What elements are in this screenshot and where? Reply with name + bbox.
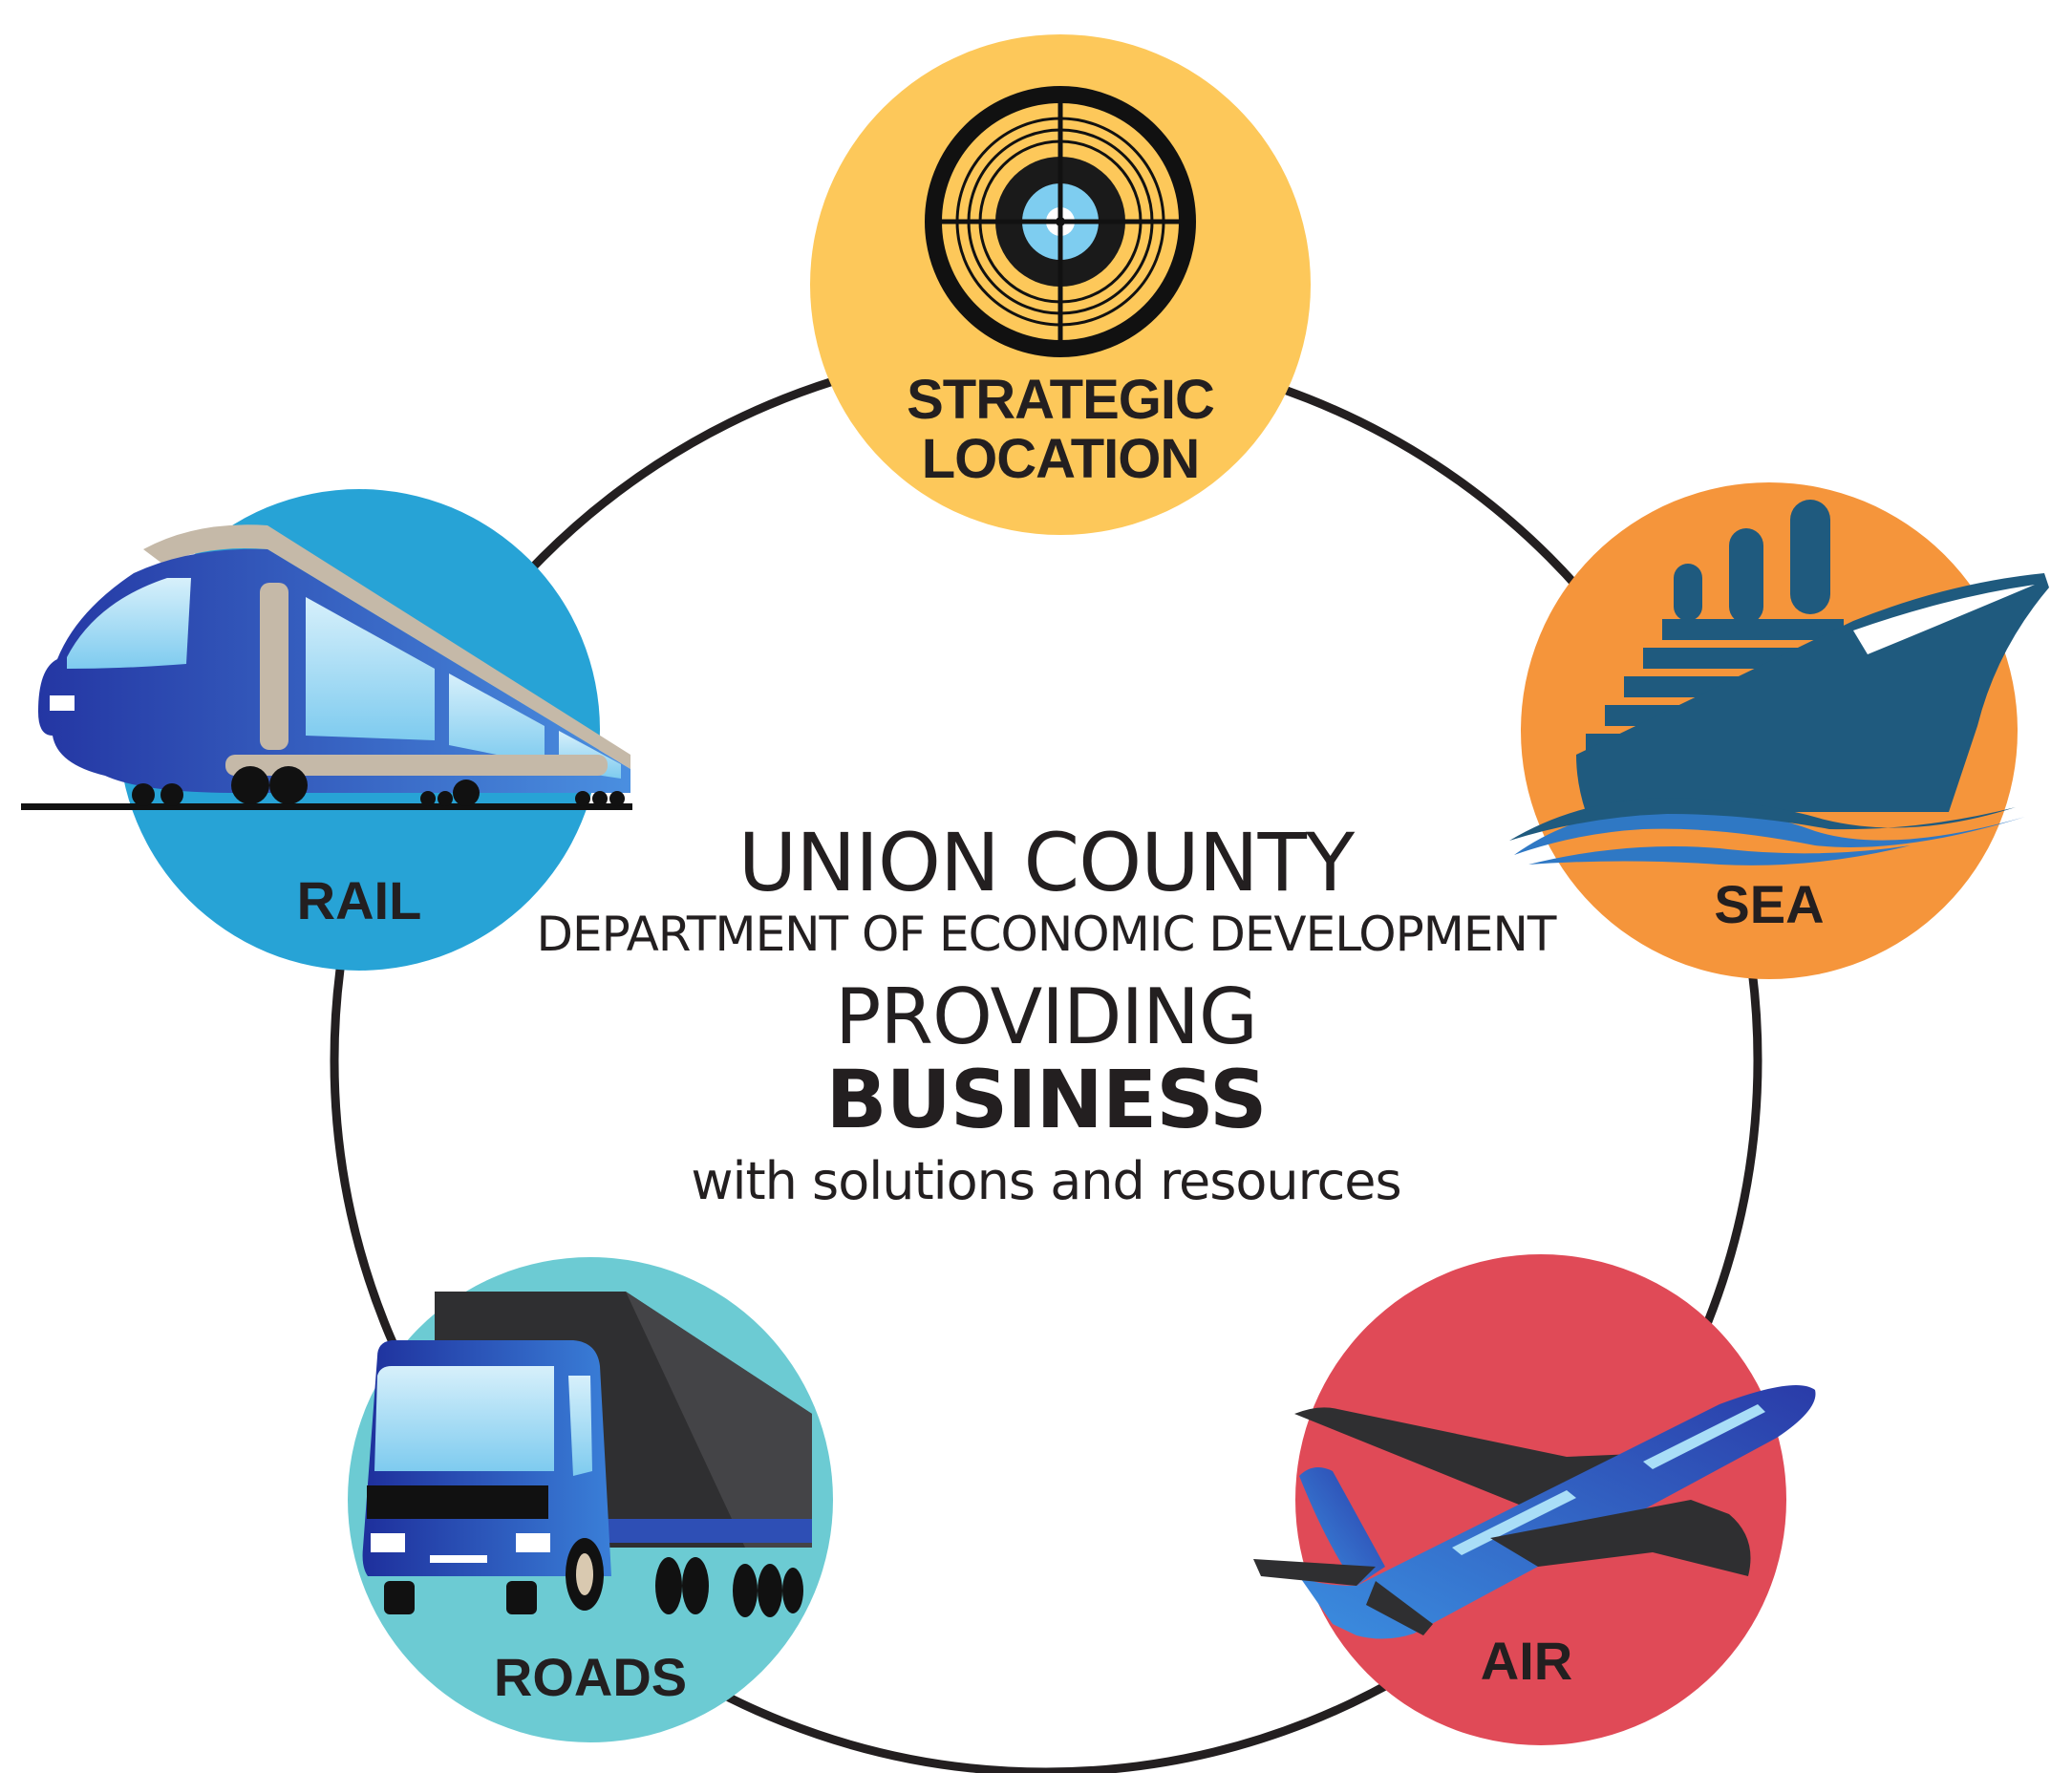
target-icon xyxy=(925,86,1196,357)
strategic-label-line1: STRATEGIC xyxy=(907,369,1214,431)
sea-label: SEA xyxy=(1714,874,1824,934)
node-sea: SEA xyxy=(1509,482,2049,979)
node-air: AIR xyxy=(1253,1254,1816,1745)
train-icon xyxy=(21,524,632,810)
center-tagline: with solutions and resources xyxy=(691,1151,1400,1211)
airplane-icon xyxy=(1253,1385,1816,1639)
roads-label: ROADS xyxy=(494,1647,687,1707)
strategic-label-line2: LOCATION xyxy=(922,428,1200,490)
center-title-block: UNION COUNTY DEPARTMENT OF ECONOMIC DEVE… xyxy=(537,816,1558,1211)
air-label: AIR xyxy=(1481,1631,1572,1691)
center-business: BUSINESS xyxy=(826,1053,1267,1146)
center-department: DEPARTMENT OF ECONOMIC DEVELOPMENT xyxy=(537,907,1557,962)
node-rail: RAIL xyxy=(21,489,632,971)
rail-label: RAIL xyxy=(297,870,422,930)
node-strategic-location: STRATEGIC LOCATION xyxy=(810,34,1311,535)
node-roads: ROADS xyxy=(348,1257,833,1742)
truck-icon xyxy=(362,1292,812,1617)
center-providing: PROVIDING xyxy=(835,972,1257,1061)
ship-icon xyxy=(1509,500,2049,865)
center-title: UNION COUNTY xyxy=(738,816,1356,909)
